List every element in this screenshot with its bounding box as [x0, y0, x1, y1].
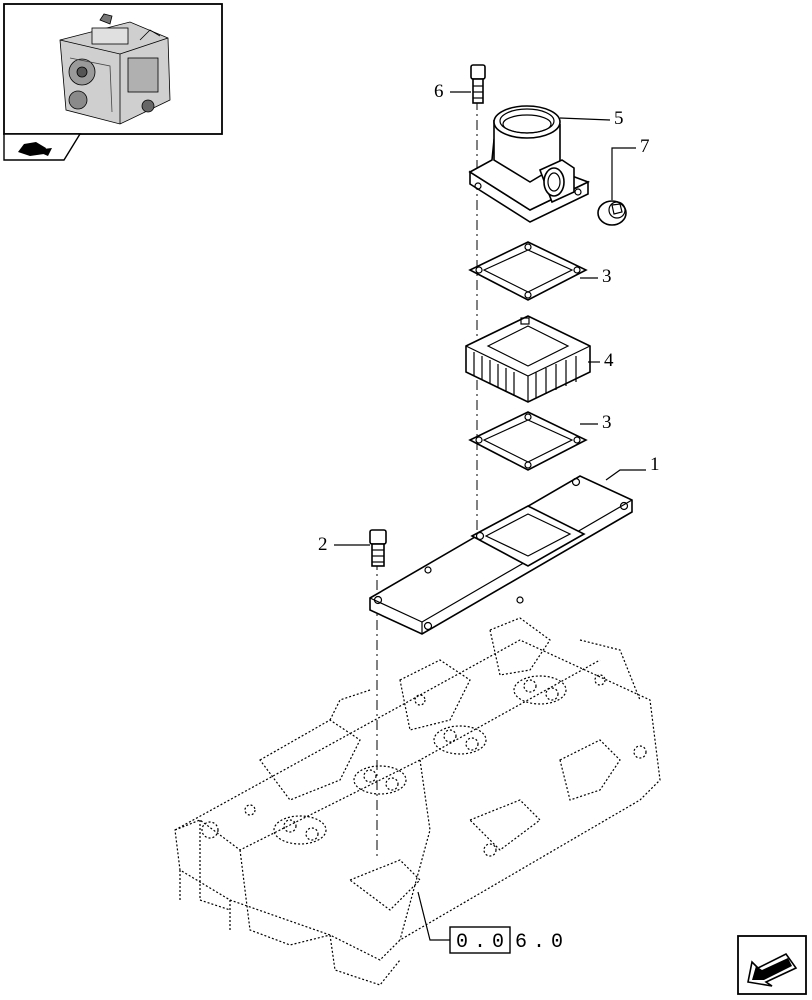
gasket-part-3-lower [468, 411, 588, 471]
reference-digit-2: 0 [492, 931, 504, 954]
next-page-arrow-icon[interactable] [737, 935, 807, 995]
reference-code-box [449, 926, 511, 954]
plug-part-7 [597, 200, 627, 226]
spacer-part-4 [465, 315, 591, 403]
bolt-part-6 [470, 64, 486, 104]
callout-part-4: 4 [604, 350, 614, 371]
reference-separator-1: . [474, 931, 486, 954]
reference-digit-4: 0 [551, 931, 563, 954]
bolt-part-2 [369, 529, 387, 567]
cover-plate-part-1 [369, 475, 633, 635]
callout-part-1: 1 [650, 454, 660, 475]
leader-lines [334, 91, 646, 941]
reference-separator-2: . [533, 931, 545, 954]
gasket-part-3-upper [468, 241, 588, 301]
engine-section-icon[interactable] [3, 133, 82, 161]
callout-part-7: 7 [640, 136, 650, 157]
reference-digit-1: 0 [456, 931, 468, 954]
elbow-housing-part-5 [468, 105, 591, 223]
reference-digit-3: 6 [515, 931, 527, 954]
callout-part-3-upper: 3 [602, 266, 612, 287]
engine-thumbnail-icon[interactable] [3, 3, 223, 135]
callout-part-3-lower: 3 [602, 412, 612, 433]
cylinder-head-phantom [174, 617, 661, 986]
callout-part-2: 2 [318, 534, 328, 555]
reference-code[interactable]: 0 . 0 6 . 0 [449, 926, 563, 954]
callout-part-6: 6 [434, 81, 444, 102]
callout-part-5: 5 [614, 108, 624, 129]
